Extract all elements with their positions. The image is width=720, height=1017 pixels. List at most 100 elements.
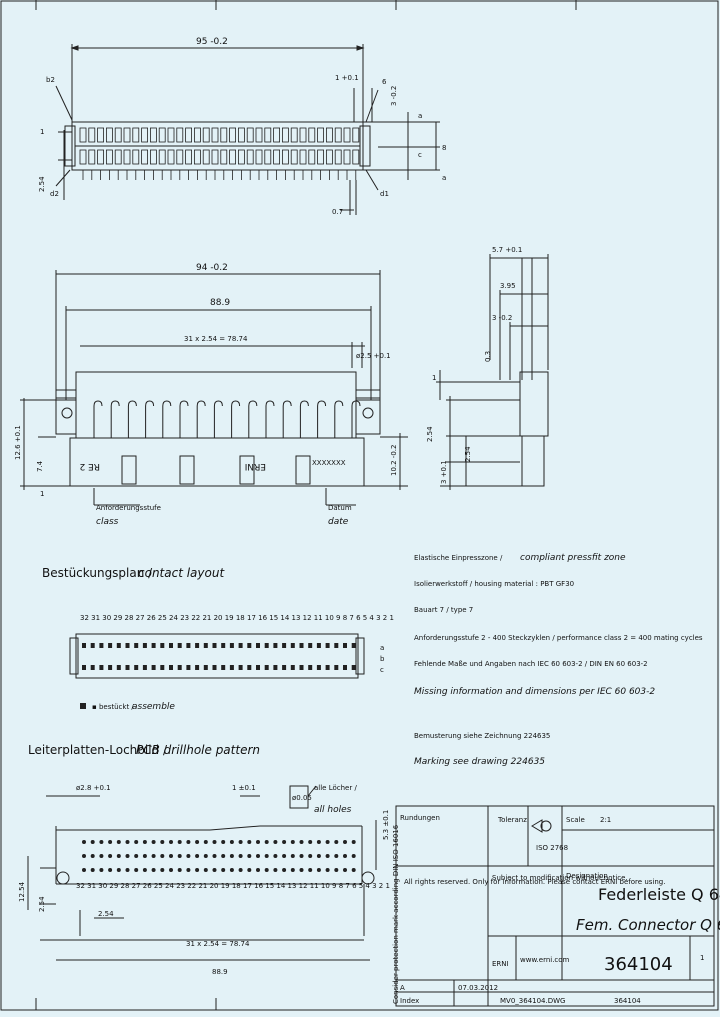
top-contact-a xyxy=(317,127,325,143)
top-contact-a xyxy=(308,127,316,143)
layout-pin-a xyxy=(195,643,200,648)
dim-front-pitch: 31 x 2.54 = 78.74 xyxy=(184,335,248,343)
dim-top-d1: d1 xyxy=(380,190,389,198)
layout-pin-c xyxy=(99,665,104,670)
pcb-hole-b xyxy=(238,854,243,858)
pcb-hole-c xyxy=(99,868,104,872)
dim-top-254: 2.54 xyxy=(38,176,46,192)
front-marking-left: RE 2 xyxy=(79,461,100,471)
pcb-hole-c xyxy=(316,868,321,872)
top-contact-a xyxy=(237,127,245,143)
pcb-hole-a xyxy=(256,840,260,844)
layout-pin-a xyxy=(282,643,287,648)
layout-pin-c xyxy=(82,665,86,670)
layout-pin-c xyxy=(299,665,304,670)
layout-pin-a xyxy=(203,643,208,648)
specifications: Elastische Einpresszone / compliant pres… xyxy=(414,553,703,767)
top-contact-c xyxy=(255,149,263,165)
pcb-hole-a xyxy=(316,840,321,844)
top-contact-c xyxy=(141,149,149,165)
front-contact xyxy=(265,400,275,438)
top-contact-a xyxy=(79,127,87,143)
layout-pin-a xyxy=(334,643,339,648)
pcb-hole-a xyxy=(351,840,356,844)
pcb-hole-a xyxy=(238,840,243,844)
dim-top-a-b: a xyxy=(442,174,446,182)
top-contact-a xyxy=(141,127,149,143)
front-contact xyxy=(196,400,206,438)
top-contact-a xyxy=(211,127,219,143)
pcb-hole-c xyxy=(142,868,147,872)
pcb-hole-b xyxy=(142,854,147,858)
layout-pin-a xyxy=(108,643,113,648)
pcb-pitch: 31 x 2.54 = 78.74 xyxy=(186,940,250,948)
pcb-hole-c xyxy=(290,868,295,872)
dim-top-6: 6 xyxy=(382,78,387,86)
pcb-hole-dia: ø2.8 +0.1 xyxy=(76,784,111,792)
dim-top-1-left: 1 xyxy=(40,128,44,136)
pcb-hole-b xyxy=(325,854,330,858)
pcb-dim-53: 5.3 ±0.1 xyxy=(382,810,390,840)
layout-pin-a xyxy=(308,643,313,648)
layout-pin-c xyxy=(186,665,191,670)
pcb-hole-c xyxy=(264,868,269,872)
pcb-hole-b xyxy=(343,854,347,858)
top-view: 95 -0.2 1 +0.1 6 3 -0.2 a c 8 a 0.7 d1 b… xyxy=(38,37,446,216)
top-contact-a xyxy=(290,127,298,143)
dim-top-a: a xyxy=(418,112,422,120)
pcb-hole-c xyxy=(325,868,330,872)
front-marking-date: XXXXXXX xyxy=(312,459,346,467)
layout-pin-a xyxy=(229,643,234,648)
dim-front-width: 94 -0.2 xyxy=(196,263,228,273)
pcb-hole-c xyxy=(169,868,173,872)
pcb-hole-c xyxy=(203,868,208,872)
top-contact-c xyxy=(299,149,307,165)
front-contact xyxy=(299,400,309,438)
top-contact-a xyxy=(185,127,193,143)
pcb-hole-a xyxy=(203,840,208,844)
layout-pin-a xyxy=(116,643,121,648)
spec-material: Isolierwerkstoff / housing material : PB… xyxy=(414,580,574,588)
dim-front-hole: ø2.5 +0.1 xyxy=(356,352,391,360)
pcb-hole-a xyxy=(90,840,95,844)
pcb-hole-a xyxy=(264,840,269,844)
layout-pin-a xyxy=(247,643,252,648)
top-contact-c xyxy=(317,149,325,165)
pcb-hole-b xyxy=(247,854,252,858)
pcb-hole-b xyxy=(308,854,313,858)
top-contact-a xyxy=(132,127,140,143)
dim-top-b2: b2 xyxy=(46,76,55,84)
pcb-hole-c xyxy=(195,868,200,872)
assembled-legend-swatch xyxy=(80,703,86,709)
layout-pin-a xyxy=(256,643,260,648)
tb-web: www.erni.com xyxy=(520,956,570,964)
front-contact xyxy=(93,400,103,438)
layout-pin-a xyxy=(142,643,147,648)
tb-logo: ERNI xyxy=(492,960,509,968)
spec-performance: Anforderungsstufe 2 - 400 Steckzyklen / … xyxy=(414,634,703,642)
dim-front-1: 1 xyxy=(40,490,44,498)
pcb-dim-254b: 2.54 xyxy=(98,910,114,918)
pcb-hole-a xyxy=(221,840,226,844)
layout-pin-c xyxy=(203,665,208,670)
dim-front-74: 7.4 xyxy=(36,460,44,472)
dim-side-254b: 2.54 xyxy=(464,446,472,462)
legend-assembled-en: assemble xyxy=(132,702,175,712)
layout-pin-a xyxy=(186,643,191,648)
layout-pin-c xyxy=(125,665,130,670)
pcb-hole-b xyxy=(299,854,304,858)
layout-pin-c xyxy=(264,665,269,670)
layout-pin-a xyxy=(134,643,139,648)
pcb-hole-b xyxy=(134,854,139,858)
top-contact-a xyxy=(246,127,254,143)
pcb-hole-b xyxy=(151,854,156,858)
top-contact-c xyxy=(325,149,333,165)
spec-press-zone-en: compliant pressfit zone xyxy=(520,553,626,563)
layout-pin-a xyxy=(221,643,226,648)
layout-pin-c xyxy=(108,665,113,670)
pcb-hole-b xyxy=(229,854,234,858)
pcb-hole-b xyxy=(212,854,217,858)
layout-pin-c xyxy=(221,665,226,670)
